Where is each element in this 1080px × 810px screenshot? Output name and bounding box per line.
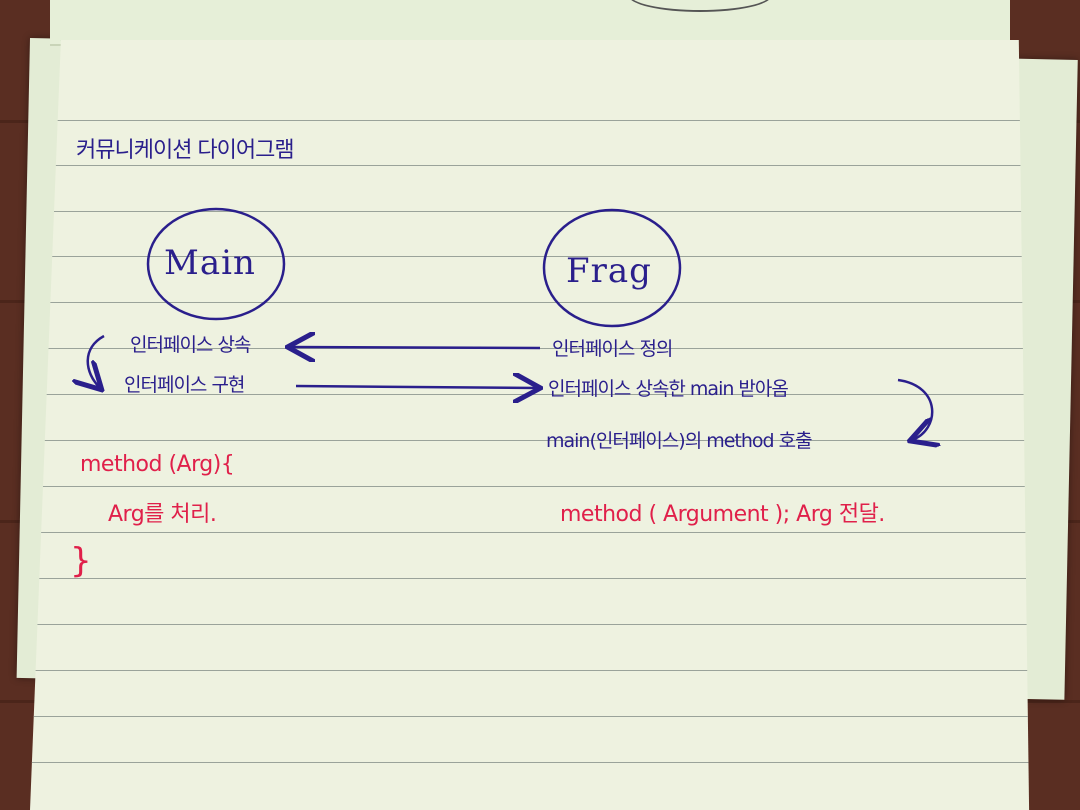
main-note-inherit: 인터페이스 상속 xyxy=(130,334,251,356)
frag-code-call: method ( Argument ); Arg 전달. xyxy=(560,502,885,527)
main-flow-curve-arrow xyxy=(88,334,104,388)
main-node-label: Main xyxy=(164,243,256,283)
diagram-heading: 커뮤니케이션 다이어그램 xyxy=(76,138,295,163)
frag-node-label: Frag xyxy=(566,251,652,291)
main-node-circle xyxy=(146,207,286,321)
frag-node-circle xyxy=(542,208,682,328)
main-note-implement: 인터페이스 구현 xyxy=(124,374,245,396)
inherit-arrow xyxy=(290,347,541,348)
frag-note-define: 인터페이스 정의 xyxy=(552,338,673,360)
implement-arrow xyxy=(295,386,538,388)
notebook-page xyxy=(30,40,1030,810)
frag-note-call: main(인터페이스)의 method 호출 xyxy=(546,430,813,452)
frag-note-receive: 인터페이스 상속한 main 받아옴 xyxy=(548,378,789,400)
frag-flow-curve-arrow xyxy=(897,378,932,440)
main-code-signature: method (Arg){ xyxy=(80,452,235,477)
main-code-body: Arg를 처리. xyxy=(108,502,217,527)
main-code-close: } xyxy=(70,541,92,581)
